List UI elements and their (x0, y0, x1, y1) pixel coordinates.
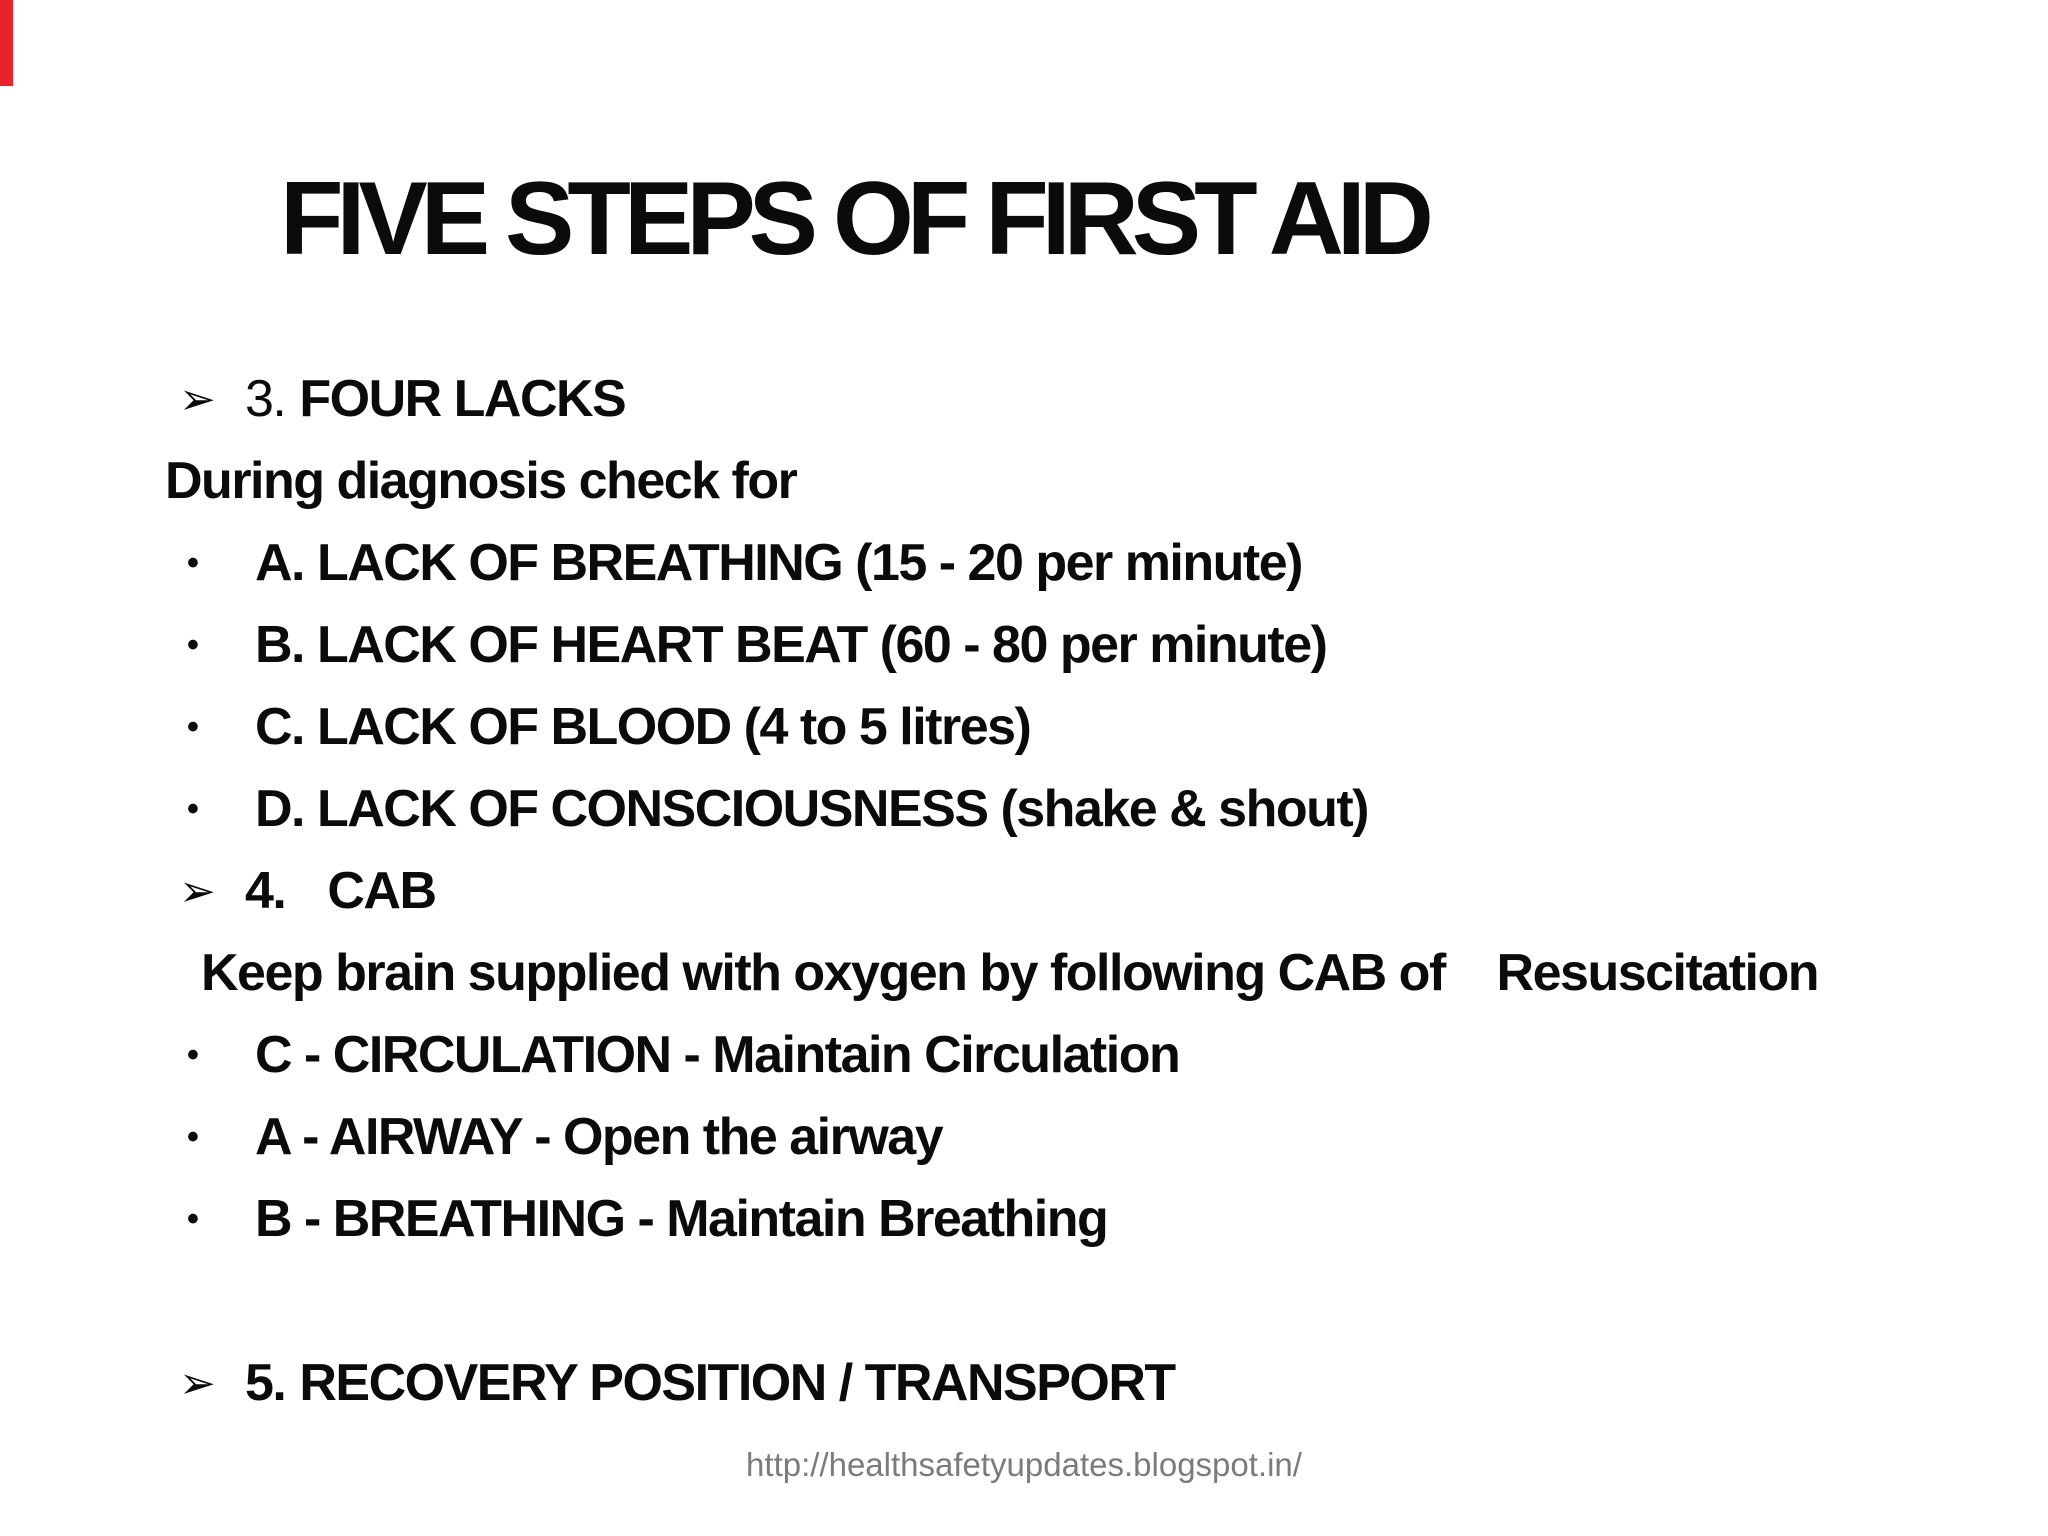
arrow-bullet-icon: ➢ (179, 1357, 216, 1409)
dot-bullet-icon: • (187, 1199, 199, 1238)
line-text: C - CIRCULATION - Maintain Circulation (255, 1026, 1181, 1084)
red-edge-artifact (0, 0, 13, 86)
bullet-line-lack-of-blood: • C. LACK OF BLOOD (4 to 5 litres) (165, 686, 1965, 768)
slide-body: ➢ 3. FOUR LACKS During diagnosis check f… (165, 358, 1965, 1424)
footer-url: http://healthsafetyupdates.blogspot.in/ (746, 1446, 1302, 1483)
bullet-line-lack-of-consciousness: • D. LACK OF CONSCIOUSNESS (shake & shou… (165, 768, 1965, 850)
line-text: Keep brain supplied with oxygen by follo… (201, 944, 1820, 1002)
arrow-bullet-icon: ➢ (179, 373, 216, 425)
arrow-line-four-lacks: ➢ 3. FOUR LACKS (165, 358, 1965, 440)
line-text: D. LACK OF CONSCIOUSNESS (shake & shout) (255, 780, 1370, 838)
line-text: A - AIRWAY - Open the airway (255, 1108, 944, 1166)
dot-bullet-icon: • (187, 543, 199, 582)
list-number: 3. (245, 370, 287, 428)
line-text: B. LACK OF HEART BEAT (60 - 80 per minut… (255, 616, 1328, 674)
list-number: 4. (245, 862, 287, 920)
line-text: C. LACK OF BLOOD (4 to 5 litres) (255, 698, 1032, 756)
list-number: 5. (245, 1354, 287, 1412)
bullet-line-airway: • A - AIRWAY - Open the airway (165, 1096, 1965, 1178)
line-text: During diagnosis check for (165, 452, 798, 510)
line-text: CAB (327, 862, 437, 920)
line-text: B - BREATHING - Maintain Breathing (255, 1190, 1109, 1248)
bullet-line-circulation: • C - CIRCULATION - Maintain Circulation (165, 1014, 1965, 1096)
line-text: A. LACK OF BREATHING (15 - 20 per minute… (255, 534, 1303, 592)
blank-line (165, 1260, 1965, 1342)
text-line-keep-brain: Keep brain supplied with oxygen by follo… (165, 932, 1965, 1014)
bullet-line-breathing: • B - BREATHING - Maintain Breathing (165, 1178, 1965, 1260)
dot-bullet-icon: • (187, 707, 199, 746)
arrow-bullet-icon: ➢ (179, 865, 216, 917)
line-text: RECOVERY POSITION / TRANSPORT (299, 1354, 1176, 1412)
text-line-during-diagnosis: During diagnosis check for (165, 440, 1965, 522)
arrow-line-cab: ➢ 4. CAB (165, 850, 1965, 932)
bullet-line-lack-of-heart-beat: • B. LACK OF HEART BEAT (60 - 80 per min… (165, 604, 1965, 686)
dot-bullet-icon: • (187, 625, 199, 664)
dot-bullet-icon: • (187, 1117, 199, 1156)
line-text: FOUR LACKS (299, 370, 626, 428)
arrow-line-recovery-position: ➢ 5. RECOVERY POSITION / TRANSPORT (165, 1342, 1965, 1424)
dot-bullet-icon: • (187, 1035, 199, 1074)
page-title: FIVE STEPS OF FIRST AID (280, 161, 1434, 277)
bullet-line-lack-of-breathing: • A. LACK OF BREATHING (15 - 20 per minu… (165, 522, 1965, 604)
dot-bullet-icon: • (187, 789, 199, 828)
